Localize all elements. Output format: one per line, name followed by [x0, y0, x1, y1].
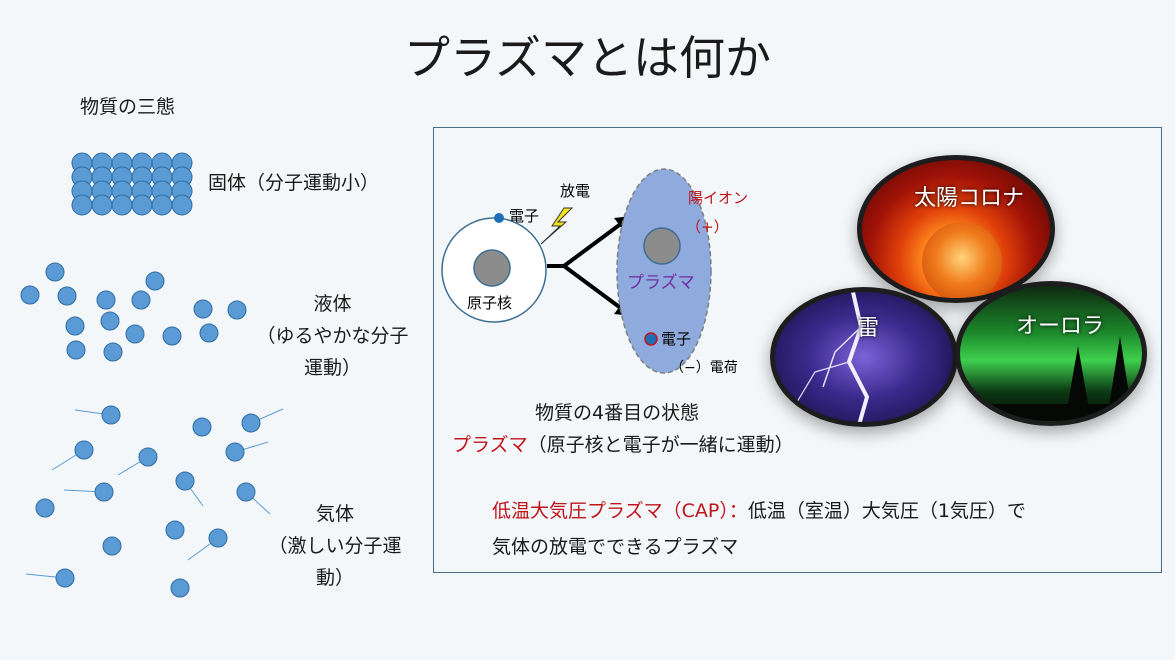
positive-sign-label: （+） [686, 218, 729, 236]
liquid-molecule [193, 299, 213, 319]
liquid-label-line: 運動） [303, 357, 361, 379]
nucleus-label: 原子核 [467, 294, 512, 312]
liquid-molecule [103, 342, 123, 362]
liquid-molecule [162, 326, 182, 346]
gas-molecule [175, 471, 195, 491]
gas-molecule [208, 528, 228, 548]
negative-charge-label: （−）電荷 [670, 360, 738, 376]
liquid-molecule [65, 316, 85, 336]
gas-molecule [138, 447, 158, 467]
plasma-electron-dot [644, 332, 658, 346]
electron-label: 電子 [509, 207, 539, 225]
solid-molecules [71, 152, 193, 216]
liquid-molecule [100, 311, 120, 331]
liquid-molecule [125, 324, 145, 344]
liquid-molecule [45, 262, 65, 282]
lightning-strike-icon [796, 292, 870, 422]
solid-label: 固体（分子運動小） [208, 172, 380, 194]
gas-label-line: 気体 [315, 503, 354, 525]
electron2-label: 電子 [661, 330, 691, 348]
liquid-label-line: （ゆるやかな分子 [256, 325, 409, 347]
lightning-photo: 雷 [770, 287, 958, 427]
gas-molecule [74, 440, 94, 460]
solid-molecule [131, 194, 153, 216]
cap-definition: 低温大気圧プラズマ（CAP）：低温（室温）大気圧（1気圧）で [492, 496, 1026, 523]
positive-ion-label: 陽イオン [688, 189, 748, 207]
cap-definition-rest: 低温（室温）大気圧（1気圧）で [747, 500, 1026, 522]
liquid-molecule [66, 340, 86, 360]
solid-molecule [151, 194, 173, 216]
liquid-label-line: 液体 [313, 293, 352, 315]
atom-plasma-diagram: 電子 原子核 放電 プラズマ 電子 （−）電荷 陽イオン （+） [441, 168, 748, 376]
plasma-label: プラズマ [627, 273, 695, 293]
liquid-molecules [20, 262, 247, 362]
gas-molecule [101, 405, 121, 425]
gas-molecule [170, 578, 190, 598]
plasma-definition: プラズマ（原子核と電子が一緒に運動） [452, 430, 794, 457]
solid-molecule [111, 194, 133, 216]
page-title: プラズマとは何か [403, 31, 772, 85]
gas-molecule [192, 417, 212, 437]
sun-icon [922, 222, 1002, 298]
lightning-label: 雷 [857, 316, 880, 341]
plasma-nucleus-icon [643, 227, 681, 265]
gas-molecule [55, 568, 75, 588]
electron-dot [494, 213, 504, 223]
aurora-label: オーロラ [1016, 314, 1105, 339]
gas-label-line: 動） [315, 567, 354, 589]
gas-molecule [225, 442, 245, 462]
arrow-down [562, 264, 624, 311]
states-heading: 物質の三態 [80, 96, 176, 118]
gas-molecule [241, 413, 261, 433]
discharge-label: 放電 [560, 182, 590, 200]
liquid-molecule [20, 285, 40, 305]
corona-label: 太陽コロナ [914, 186, 1025, 211]
solid-molecule [171, 194, 193, 216]
liquid-molecule [199, 323, 219, 343]
fourth-state-text: 物質の4番目の状態 [535, 402, 700, 424]
liquid-label: 液体 （ゆるやかな分子 運動） [235, 288, 430, 384]
gas-molecule [35, 498, 55, 518]
solid-molecule [91, 194, 113, 216]
gas-molecules [25, 405, 284, 598]
liquid-molecule [131, 290, 151, 310]
plasma-definition-rest: （原子核と電子が一緒に運動） [527, 434, 794, 456]
gas-molecule [102, 536, 122, 556]
gas-label: 気体 （激しい分子運 動） [245, 498, 425, 594]
solar-corona-photo: 太陽コロナ [857, 155, 1055, 303]
arrow-up [562, 221, 624, 268]
liquid-molecule [145, 271, 165, 291]
aurora-photo: オーロラ [955, 281, 1147, 426]
gas-molecule [165, 520, 185, 540]
gas-label-line: （激しい分子運 [268, 535, 402, 557]
molecule-illustrations [20, 152, 284, 598]
gas-molecule [236, 482, 256, 502]
liquid-molecule [96, 290, 116, 310]
nucleus-icon [473, 249, 511, 287]
cap-definition-line2: 気体の放電でできるプラズマ [492, 536, 739, 558]
lightning-bolt-icon [540, 207, 574, 245]
liquid-molecule [57, 286, 77, 306]
solid-molecule [71, 194, 93, 216]
liquid-molecule [227, 300, 247, 320]
plasma-blob [616, 168, 712, 374]
plasma-explanation-box [433, 127, 1162, 573]
gas-molecule [94, 482, 114, 502]
trees-icon [960, 336, 1142, 421]
cap-definition-highlight: 低温大気圧プラズマ（CAP）： [492, 500, 748, 522]
plasma-definition-highlight: プラズマ [452, 434, 528, 456]
